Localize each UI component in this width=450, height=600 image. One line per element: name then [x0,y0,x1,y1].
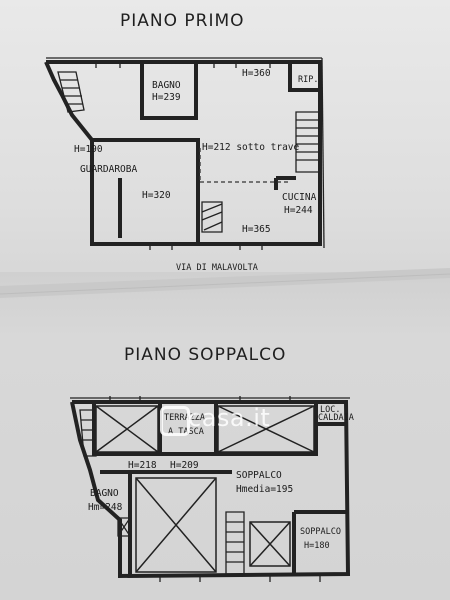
floor1-h360: H=360 [242,68,271,79]
floor2-bagno-height: Hm=248 [88,502,123,513]
floor1-walls [44,57,325,250]
floor1-h365: H=365 [242,224,271,235]
floor1-title: PIANO PRIMO [120,11,245,31]
lower-sheet [0,272,450,600]
floor2-caldaia-label: CALDAIA [318,413,354,423]
floor1-h320: H=320 [142,190,171,201]
floor2-soppalco2-label: SOPPALCO [300,527,341,537]
floor1-cucina-height: H=244 [284,205,313,216]
upper-sheet [0,0,450,290]
watermark-text: casa.it [188,404,271,432]
floor2-loc-label: LOC. [320,405,340,415]
floor2-bagno-label: BAGNO [90,488,119,499]
floor2-hmedia: Hmedia=195 [236,484,293,495]
street-name: VIA DI MALAVOLTA [176,263,258,273]
floor1-h190: H=190 [74,144,103,155]
floor1-bagno-label: BAGNO [152,80,181,91]
floor2-title: PIANO SOPPALCO [124,345,286,365]
floor1-bagno-height: H=239 [152,92,181,103]
floor1-h212: H=212 sotto trave [202,142,300,153]
floor2-h209: H=209 [170,460,199,471]
floor2-soppalco2-height: H=180 [304,541,330,551]
floor1-guardaroba-label: GUARDAROBA [80,164,137,175]
floor1-cucina-label: CUCINA [282,192,317,203]
floor2-terrazza-line1: TERRAZZA [164,413,205,423]
floor1-rip-label: RIP. [298,75,318,85]
floor2-soppalco-label: SOPPALCO [236,470,282,481]
paper-fold-shadow [0,268,450,298]
floor2-h218: H=218 [128,460,157,471]
watermark-logo-icon [160,406,190,436]
